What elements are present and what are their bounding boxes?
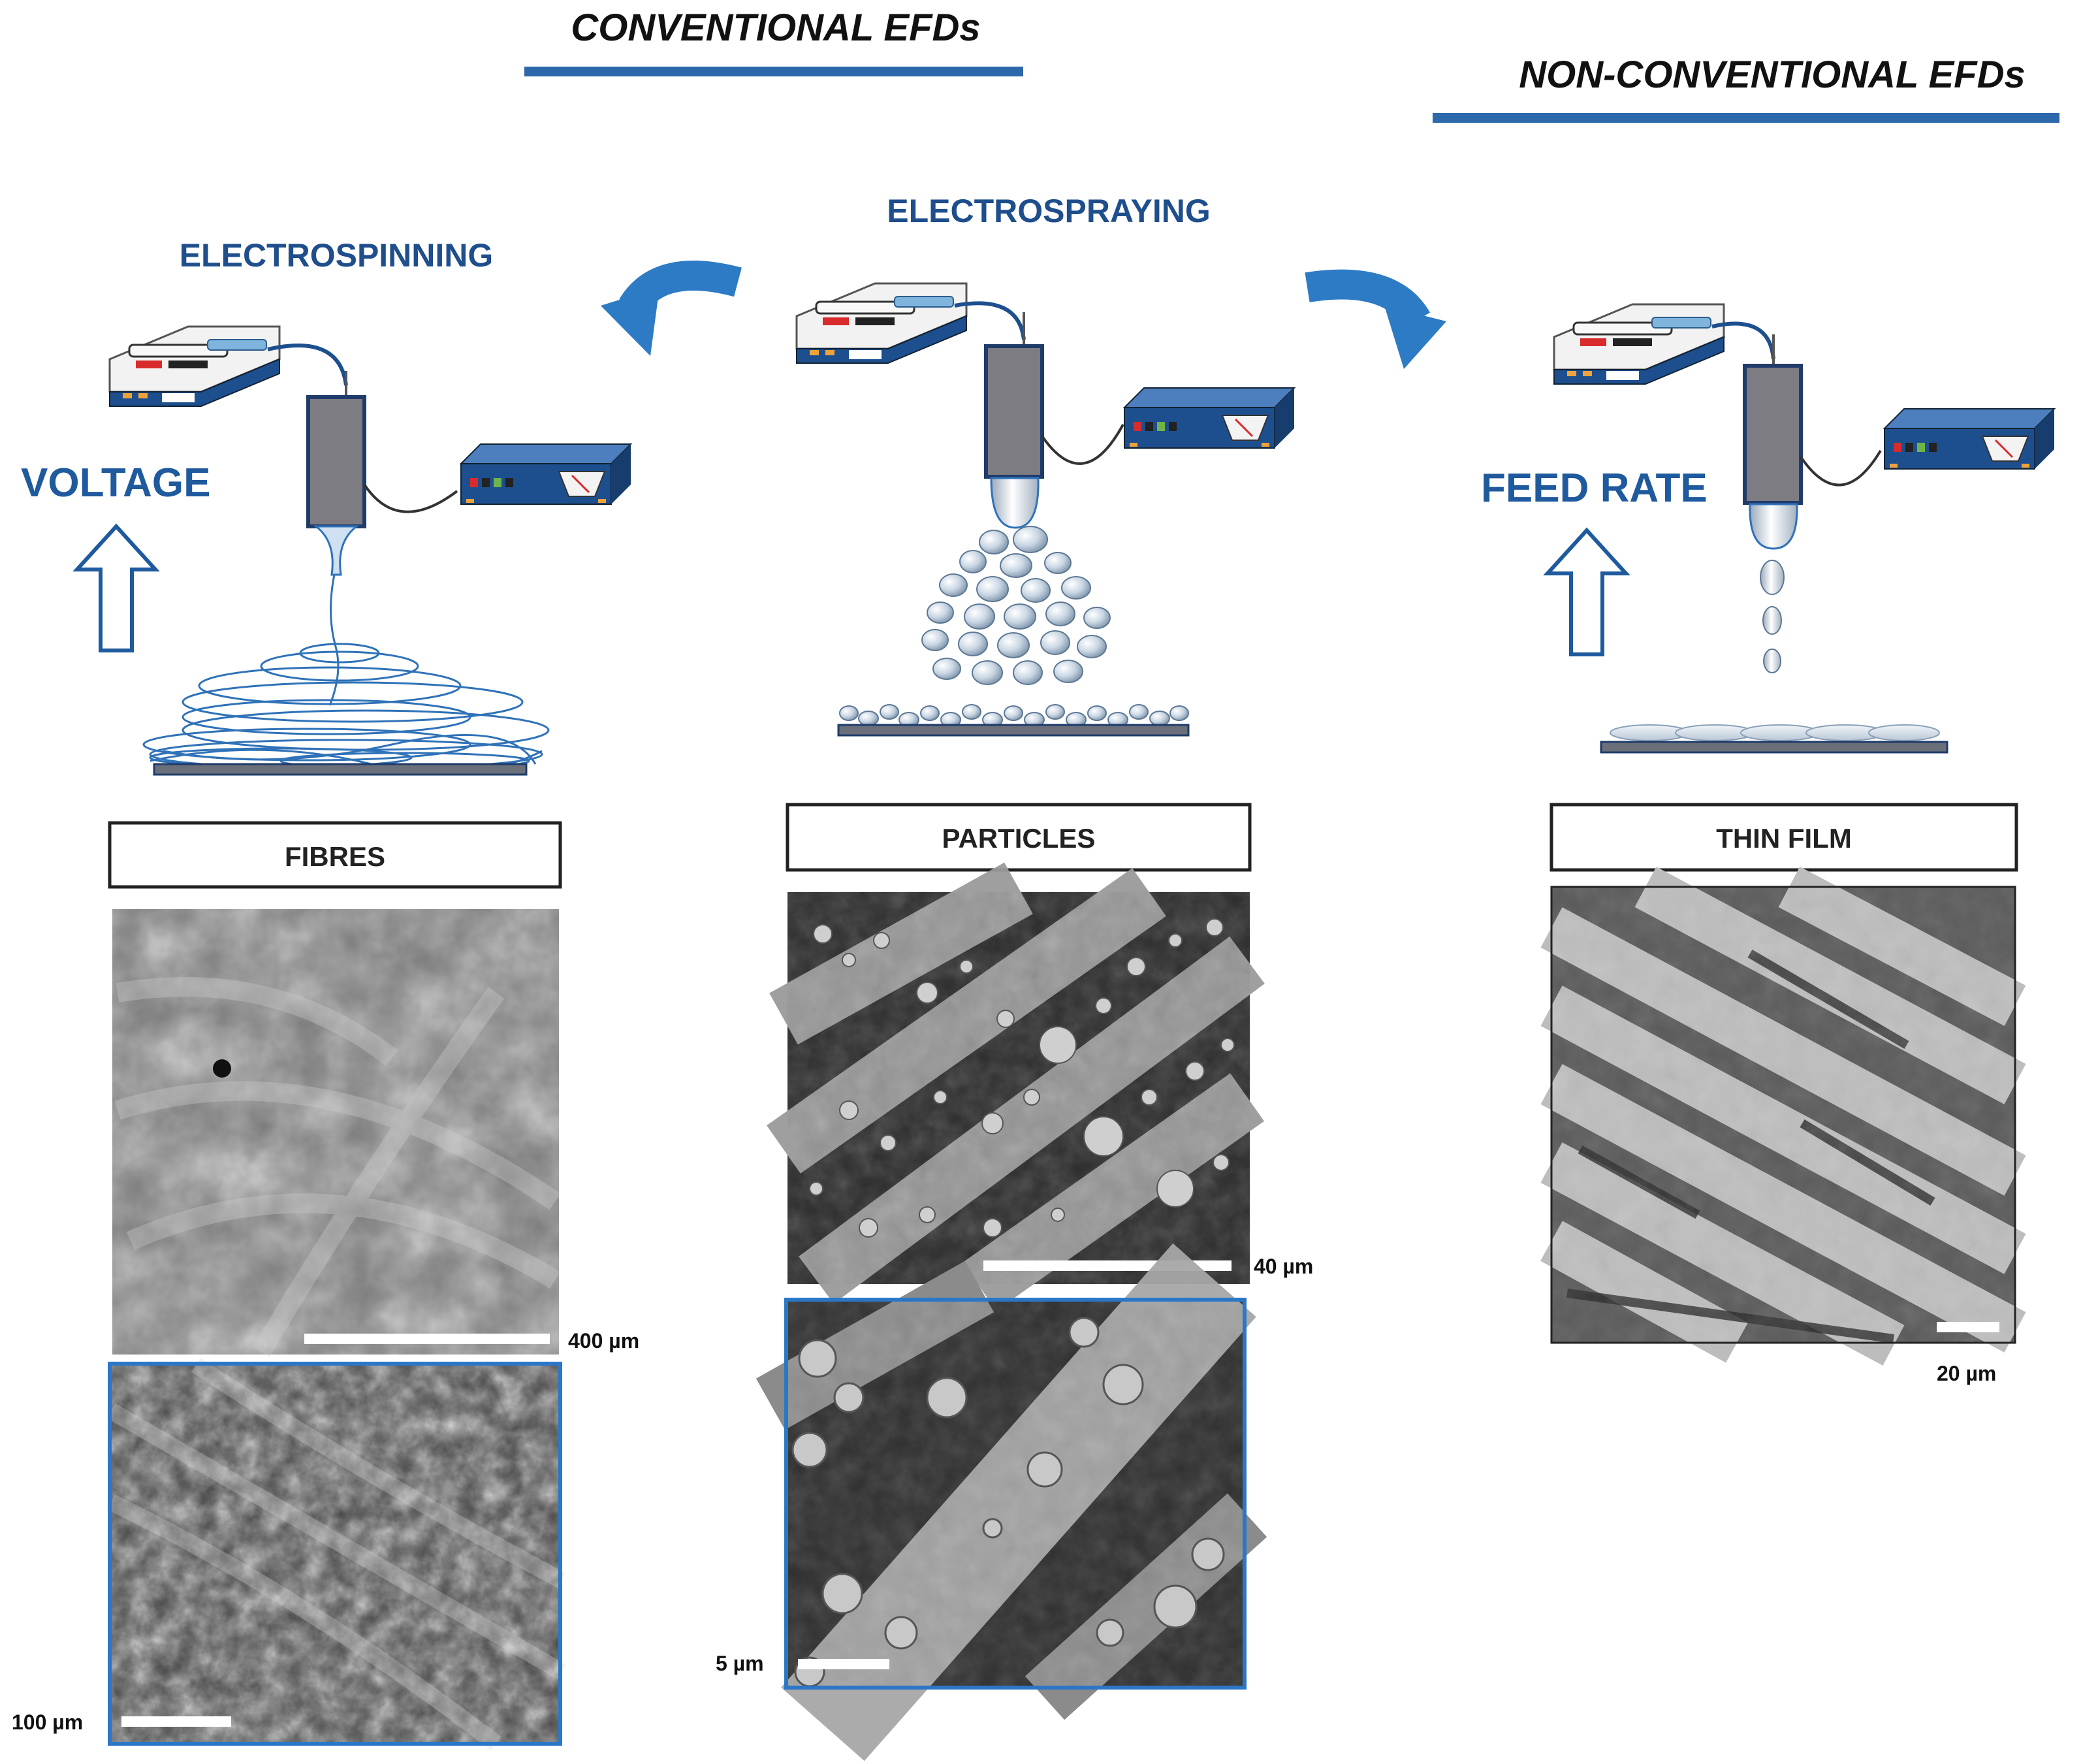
electrospraying-label: ELECTROSPRAYING [887, 193, 1210, 229]
fibre-jet-loops [142, 643, 550, 774]
feed-meniscus [1749, 503, 1798, 550]
fibres-sem-high-mag [106, 1358, 566, 1751]
electrospinning-label: ELECTROSPINNING [180, 237, 494, 274]
voltage-wire [363, 483, 458, 513]
tubing-line [1711, 321, 1775, 360]
tubing-line [267, 344, 348, 386]
high-voltage-supply-icon [460, 443, 632, 505]
scale-label-40um: 40 µm [1254, 1255, 1313, 1278]
scale-label-400um: 400 µm [568, 1329, 639, 1353]
voltage-parameter-label: VOLTAGE [21, 460, 210, 505]
up-arrow-outline-icon [1548, 530, 1626, 654]
falling-drops [1760, 560, 1785, 673]
thin-film-product-box [1550, 803, 2018, 872]
scale-label-20um: 20 µm [1937, 1362, 1996, 1385]
spray-meniscus [990, 477, 1040, 529]
curved-arrow-icon [1305, 269, 1446, 369]
conventional-heading-underline [524, 67, 1023, 76]
syringe-pump-icon [108, 325, 281, 408]
voltage-wire [1800, 449, 1882, 487]
deposited-particles [839, 704, 1189, 728]
syringe-needle-icon [984, 344, 1044, 479]
particles-product-label: PARTICLES [942, 823, 1096, 854]
up-arrow-outline-icon [77, 526, 155, 650]
particles-sem-high-mag [755, 1243, 1267, 1761]
deposited-film [1610, 724, 1940, 741]
syringe-needle-icon [306, 395, 366, 528]
spray-droplets [921, 526, 1111, 685]
fibres-product-label: FIBRES [285, 841, 385, 872]
curved-arrow-icon [601, 261, 742, 356]
collector-plate-icon [1600, 741, 1948, 754]
scale-bar-100um [121, 1716, 231, 1727]
non-conventional-efds-heading: NON-CONVENTIONAL EFDs [1519, 54, 2026, 96]
syringe-needle-icon [1743, 364, 1803, 505]
scale-bar-20um [1937, 1322, 1999, 1332]
non-conventional-heading-underline [1433, 113, 2059, 123]
scale-label-5um: 5 µm [716, 1652, 764, 1675]
fibres-sem-low-mag [112, 909, 561, 1357]
tubing-line [954, 301, 1026, 340]
scale-label-100um: 100 µm [12, 1710, 83, 1734]
collector-plate-icon [837, 724, 1190, 737]
particles-product-box [786, 803, 1252, 872]
high-voltage-supply-icon [1883, 408, 2056, 470]
collector-plate-icon [153, 763, 528, 776]
voltage-wire [1041, 424, 1124, 465]
thin-film-product-label: THIN FILM [1716, 823, 1852, 854]
thin-film-sem [1540, 867, 2026, 1366]
high-voltage-supply-icon [1123, 387, 1295, 449]
syringe-pump-icon [795, 282, 968, 364]
syringe-pump-icon [1553, 303, 1725, 385]
feed-rate-parameter-label: FEED RATE [1481, 466, 1708, 511]
fibres-product-box [108, 821, 562, 889]
particles-sem-low-mag [767, 862, 1265, 1311]
scale-bar-5um [798, 1659, 889, 1669]
scale-bar-400um [304, 1334, 550, 1344]
conventional-efds-heading: CONVENTIONAL EFDs [571, 7, 980, 49]
